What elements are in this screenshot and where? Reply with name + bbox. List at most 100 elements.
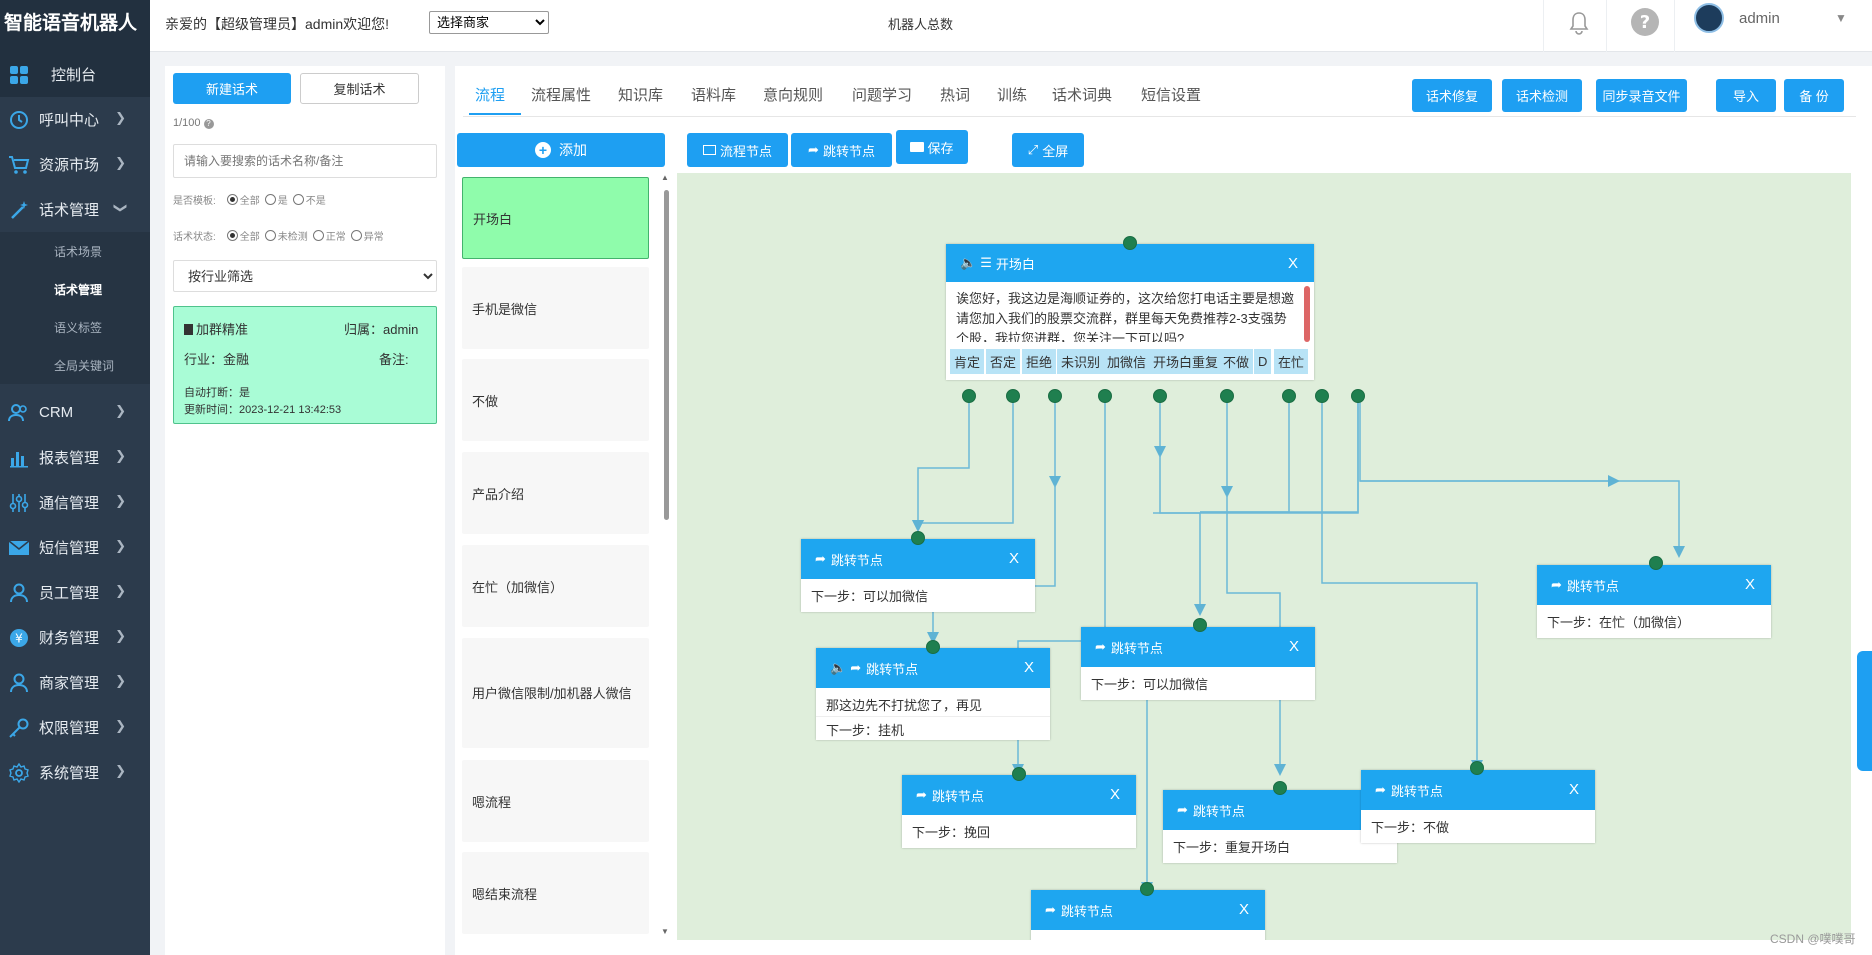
keyword-tag[interactable]: 加微信	[1103, 349, 1151, 374]
keyword-output-port[interactable]	[1315, 389, 1329, 403]
sidebar-item-resource-market[interactable]: 资源市场 ❯	[0, 142, 150, 187]
sidebar-item-reports[interactable]: 报表管理 ❯	[0, 435, 150, 480]
sidebar-item-staff[interactable]: 员工管理 ❯	[0, 570, 150, 615]
script-card[interactable]: 加群精准 归属：admin 行业：金融 备注: 自动打断：是 更新时间：2023…	[173, 306, 437, 424]
node-input-port[interactable]	[1140, 882, 1154, 896]
keyword-output-port[interactable]	[1048, 389, 1062, 403]
close-icon[interactable]: X	[1744, 576, 1755, 593]
tab-sms-settings[interactable]: 短信设置	[1141, 87, 1202, 104]
keyword-output-port[interactable]	[1006, 389, 1020, 403]
tab-question-learning[interactable]: 问题学习	[852, 87, 913, 104]
copy-script-button[interactable]: 复制话术	[300, 73, 419, 104]
keyword-tag[interactable]: 在忙	[1274, 349, 1309, 374]
question-icon[interactable]: ?	[203, 119, 214, 129]
sidebar-item-system[interactable]: 系统管理 ❯	[0, 750, 150, 795]
node-list-item[interactable]: 在忙（加微信）	[462, 545, 649, 627]
avatar[interactable]	[1694, 3, 1724, 33]
new-script-button[interactable]: 新建话术	[173, 73, 291, 104]
sidebar-subitem-global-keywords[interactable]: 全局关键词	[0, 346, 150, 384]
node-input-port[interactable]	[926, 640, 940, 654]
node-list-item[interactable]: 嗯流程	[462, 760, 649, 842]
node-list-item[interactable]: 产品介绍	[462, 452, 649, 534]
sidebar-item-dashboard[interactable]: 控制台	[0, 52, 150, 97]
node-input-port[interactable]	[1470, 761, 1484, 775]
close-icon[interactable]: X	[1568, 781, 1579, 798]
scroll-up-icon[interactable]: ▲	[661, 173, 669, 182]
node-list-scroll-thumb[interactable]	[664, 190, 669, 520]
keyword-tag[interactable]: 未识别	[1057, 349, 1105, 374]
keyword-output-port[interactable]	[1282, 389, 1296, 403]
sidebar-item-merchant[interactable]: 商家管理 ❯	[0, 660, 150, 705]
keyword-output-port[interactable]	[1351, 389, 1365, 403]
tab-intent-rules[interactable]: 意向规则	[763, 87, 824, 104]
keyword-tag[interactable]: 不做	[1219, 349, 1254, 374]
bell-icon[interactable]	[1568, 10, 1590, 39]
close-icon[interactable]: X	[1287, 255, 1298, 272]
node-list-item[interactable]: 用户微信限制/加机器人微信	[462, 638, 649, 748]
tab-hotwords[interactable]: 热词	[940, 87, 971, 104]
node-input-port[interactable]	[1193, 618, 1207, 632]
help-icon[interactable]: ?	[1629, 6, 1661, 41]
sidebar-subitem-semantic-tags[interactable]: 语义标签	[0, 308, 150, 346]
caret-down-icon[interactable]: ▼	[1835, 11, 1847, 25]
industry-select[interactable]: 按行业筛选	[173, 260, 437, 292]
sidebar-item-call-center[interactable]: 呼叫中心 ❯	[0, 97, 150, 142]
side-panel-tab[interactable]	[1857, 651, 1872, 771]
radio-template-all[interactable]	[226, 194, 238, 205]
save-button[interactable]: 保存	[896, 130, 968, 164]
sidebar-subitem-script-management[interactable]: 话术管理	[0, 270, 150, 308]
close-icon[interactable]: X	[1238, 901, 1249, 918]
sidebar-subitem-script-scene[interactable]: 话术场景	[0, 232, 150, 270]
radio-status-normal[interactable]	[312, 230, 324, 241]
radio-template-no[interactable]	[292, 194, 304, 205]
node-list-item[interactable]: 手机是微信	[462, 267, 649, 349]
add-node-button[interactable]: +添加	[457, 133, 665, 167]
script-repair-button[interactable]: 话术修复	[1412, 79, 1492, 112]
sidebar-item-communication[interactable]: 通信管理 ❯	[0, 480, 150, 525]
tab-training[interactable]: 训练	[997, 87, 1028, 104]
sidebar-item-permissions[interactable]: 权限管理 ❯	[0, 705, 150, 750]
user-name[interactable]: admin	[1739, 10, 1780, 27]
keyword-tag[interactable]: 肯定	[950, 349, 985, 374]
backup-button[interactable]: 备 份	[1784, 79, 1844, 112]
node-list-item[interactable]: 嗯结束流程	[462, 852, 649, 934]
radio-status-all[interactable]	[226, 230, 238, 241]
fullscreen-button[interactable]: ⤢全屏	[1012, 133, 1084, 167]
close-icon[interactable]: X	[1288, 638, 1299, 655]
scroll-down-icon[interactable]: ▼	[661, 927, 669, 936]
tab-script-dictionary[interactable]: 话术词典	[1052, 87, 1113, 104]
tab-knowledge-base[interactable]: 知识库	[618, 87, 664, 104]
start-node[interactable]: 🔈☰ 开场白 X 诶您好，我这边是海顺证券的，这次给您打电话主要是想邀请您加入我…	[946, 244, 1314, 380]
keyword-output-port[interactable]	[1220, 389, 1234, 403]
sync-recordings-button[interactable]: 同步录音文件	[1596, 79, 1687, 112]
node-list-item[interactable]: 开场白	[462, 177, 649, 259]
keyword-output-port[interactable]	[962, 389, 976, 403]
close-icon[interactable]: X	[1109, 786, 1120, 803]
tab-flow-properties[interactable]: 流程属性	[531, 87, 592, 104]
script-check-button[interactable]: 话术检测	[1502, 79, 1582, 112]
keyword-output-port[interactable]	[1153, 389, 1167, 403]
close-icon[interactable]: X	[1023, 659, 1034, 676]
node-input-port[interactable]	[1123, 236, 1137, 250]
keyword-tag[interactable]: 开场白重复	[1149, 349, 1223, 374]
import-button[interactable]: 导入	[1716, 79, 1776, 112]
sidebar-item-crm[interactable]: CRM ❯	[0, 390, 150, 435]
keyword-tag[interactable]: 否定	[986, 349, 1021, 374]
radio-status-abnormal[interactable]	[350, 230, 362, 241]
merchant-select[interactable]: 选择商家	[429, 11, 549, 34]
node-input-port[interactable]	[911, 531, 925, 545]
node-list-item[interactable]: 不做	[462, 359, 649, 441]
